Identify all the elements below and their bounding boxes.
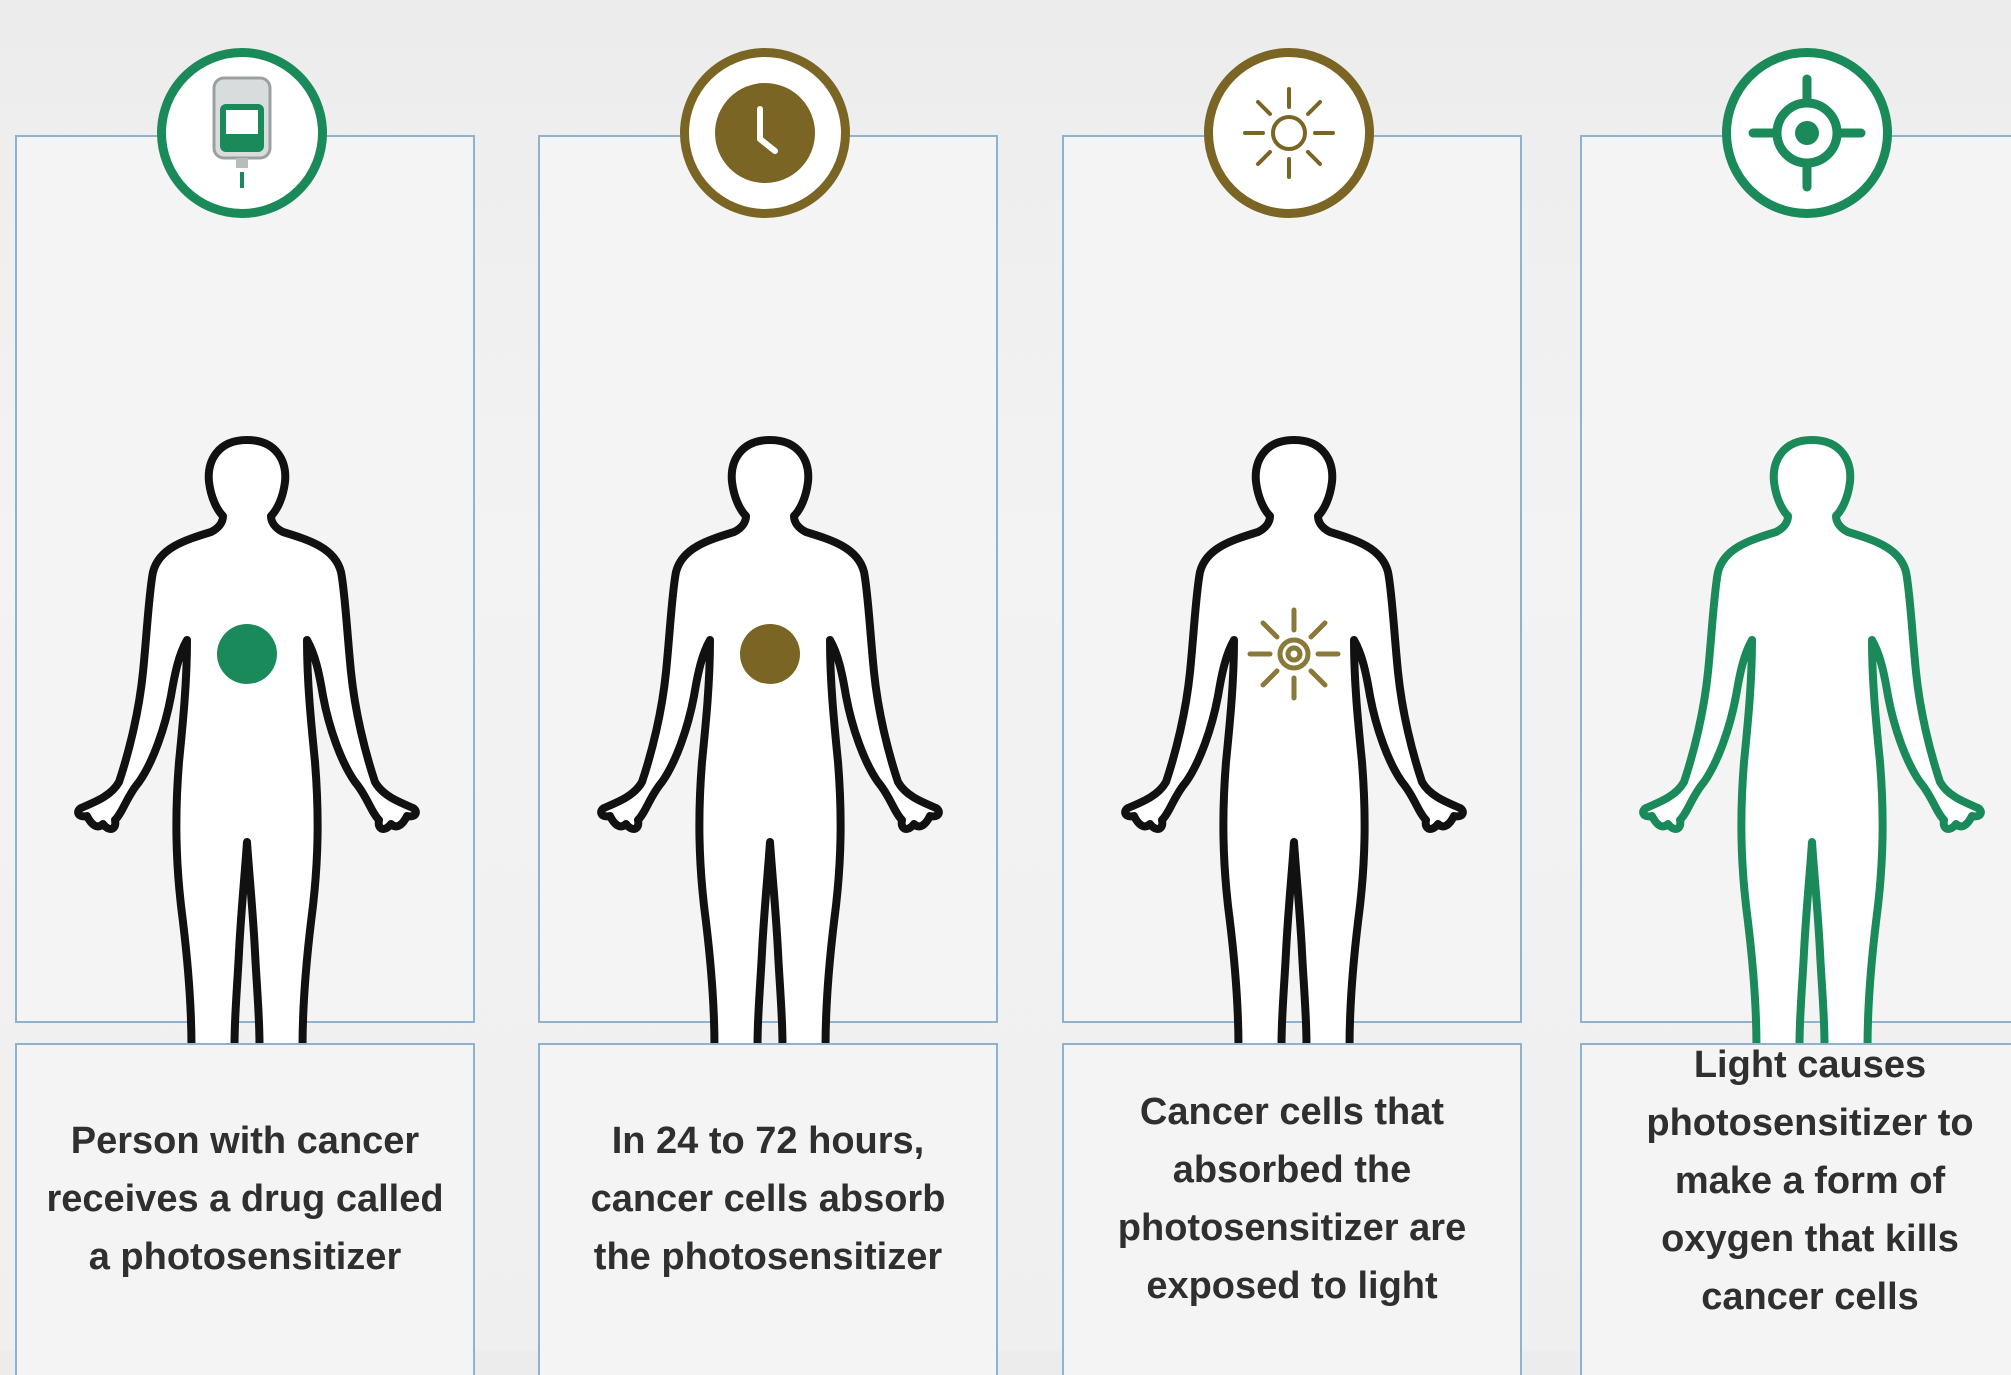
target-icon bbox=[1722, 48, 1892, 218]
step-1-panel bbox=[15, 135, 475, 1023]
step-2-caption-box: In 24 to 72 hours, cancer cells absorb t… bbox=[538, 1043, 998, 1375]
step-3-panel bbox=[1062, 135, 1522, 1023]
step-1-caption: Person with cancer receives a drug calle… bbox=[17, 1045, 473, 1353]
human-body-figure bbox=[590, 432, 950, 1122]
step-3-caption: Cancer cells that absorbed the photosens… bbox=[1064, 1045, 1520, 1353]
human-body-figure bbox=[67, 432, 427, 1122]
sun-icon bbox=[1204, 48, 1374, 218]
step-2-caption: In 24 to 72 hours, cancer cells absorb t… bbox=[540, 1045, 996, 1353]
iv-drip-bag-icon bbox=[157, 48, 327, 218]
clock-icon bbox=[680, 48, 850, 218]
step-2: In 24 to 72 hours, cancer cells absorb t… bbox=[538, 0, 998, 1351]
step-3-caption-box: Cancer cells that absorbed the photosens… bbox=[1062, 1043, 1522, 1375]
step-3: Cancer cells that absorbed the photosens… bbox=[1062, 0, 1522, 1351]
step-4-caption: Light causes photosensitizer to make a f… bbox=[1582, 1027, 2011, 1335]
step-2-panel bbox=[538, 135, 998, 1023]
step-4-panel bbox=[1580, 135, 2011, 1023]
human-body-figure-green bbox=[1632, 432, 1992, 1122]
step-4-caption-box: Light causes photosensitizer to make a f… bbox=[1580, 1043, 2011, 1375]
step-1: Person with cancer receives a drug calle… bbox=[15, 0, 475, 1351]
step-4: Light causes photosensitizer to make a f… bbox=[1580, 0, 2011, 1351]
step-1-caption-box: Person with cancer receives a drug calle… bbox=[15, 1043, 475, 1375]
human-body-figure bbox=[1114, 432, 1474, 1122]
tumor-green-dot bbox=[217, 624, 277, 684]
tumor-gold-dot bbox=[740, 624, 800, 684]
